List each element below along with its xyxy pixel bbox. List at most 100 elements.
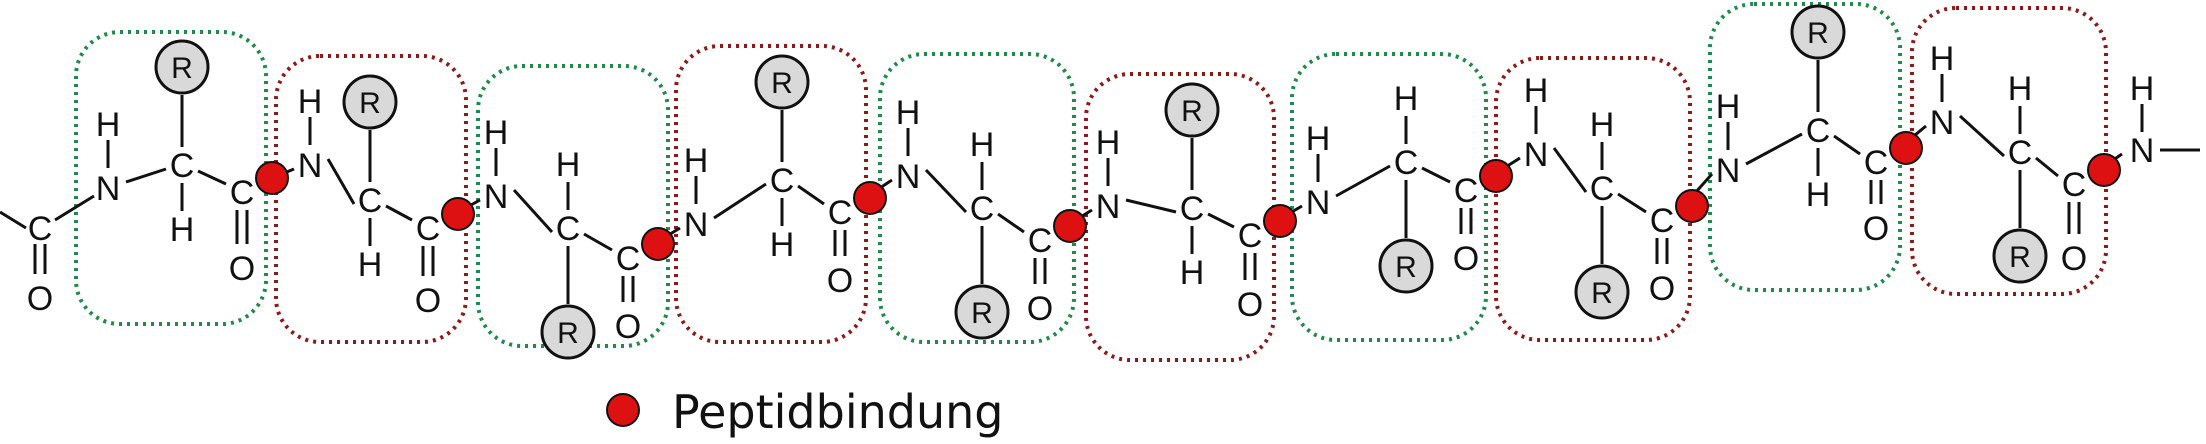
oxygen-atom: O (2061, 240, 2087, 278)
residue-circle (1164, 82, 1220, 138)
residue-label: R (1395, 251, 1417, 284)
n-ca-bond (1958, 114, 2006, 158)
nitrogen-atom: N (1716, 152, 1741, 190)
alpha-carbon: C (358, 182, 383, 220)
ca-c-bond (197, 169, 227, 186)
nitrogen-atom: N (684, 206, 709, 244)
residue-circle (1790, 4, 1846, 60)
residue-circle (754, 54, 810, 110)
alpha-hydrogen: H (770, 226, 795, 264)
residue-label: R (171, 52, 193, 85)
n-ca-bond (713, 182, 767, 220)
amide-hydrogen: H (1716, 88, 1741, 126)
ca-c-bond (797, 184, 825, 206)
carbonyl-carbon: C (828, 194, 853, 232)
residue-box-green (878, 52, 1076, 344)
ca-c-bond (1207, 212, 1235, 229)
alpha-carbon: C (770, 162, 795, 200)
residue-box-green (1708, 2, 1902, 292)
residue-box-red (674, 44, 868, 344)
residue-circle (1574, 264, 1630, 320)
legend-peptide-dot (606, 393, 640, 427)
oxygen-atom: O (1237, 286, 1263, 324)
alpha-carbon: C (1806, 112, 1831, 150)
n-ca-bond (1125, 198, 1177, 214)
amide-hydrogen: H (96, 106, 121, 144)
oxygen-atom: O (1027, 290, 1053, 328)
ca-c-bond (997, 212, 1025, 234)
residue-circle (1992, 228, 2048, 284)
amide-hydrogen: H (1524, 72, 1549, 110)
residue-circle (342, 74, 398, 130)
oxygen-atom: O (1453, 240, 1479, 278)
peptide-bond-dot (853, 181, 887, 215)
alpha-hydrogen: H (1394, 80, 1419, 118)
bonds (0, 60, 2200, 304)
nitrogen-atom: N (96, 170, 121, 208)
alpha-hydrogen: H (1590, 106, 1615, 144)
alpha-hydrogen: H (970, 126, 995, 164)
carbon-atom: C (28, 210, 53, 248)
nitrogen-atom: N (896, 158, 921, 196)
alpha-hydrogen: H (556, 146, 581, 184)
alpha-hydrogen: H (170, 211, 195, 249)
carbonyl-carbon: C (1454, 172, 1479, 210)
residue-circle (540, 304, 596, 360)
residue-circle (154, 39, 210, 95)
alpha-carbon: C (1394, 144, 1419, 182)
nitrogen-atom: N (1306, 184, 1331, 222)
alpha-carbon: C (170, 147, 195, 185)
nitrogen-atom: N (484, 178, 509, 216)
ca-c-bond (1833, 134, 1861, 156)
oxygen-atom: O (27, 280, 53, 318)
residue-label: R (1181, 95, 1203, 128)
oxygen-atom: O (415, 282, 441, 320)
nitrogen-atom: N (1096, 188, 1121, 226)
nitrogen-atom: N (298, 147, 323, 185)
residue-box-red (274, 54, 468, 344)
peptide-bond-dot (441, 197, 475, 231)
residue-label: R (771, 67, 793, 100)
carbonyl-carbon: C (1650, 202, 1675, 240)
n-ca-bond (326, 158, 356, 205)
n-ca-bond (924, 168, 968, 214)
alpha-hydrogen: H (358, 246, 383, 284)
residue-label: R (1591, 277, 1613, 310)
n-ca-bond (512, 188, 554, 234)
residue-label: R (557, 317, 579, 350)
amide-hydrogen: H (896, 94, 921, 132)
residue-label: R (359, 87, 381, 120)
amide-hydrogen: H (2130, 70, 2155, 108)
amide-hydrogen: H (1096, 124, 1121, 162)
residue-box-red (1084, 72, 1276, 362)
peptide-bond-dot (255, 161, 289, 195)
atoms: CONHCRHCONHCRHCONHCHRCONHCRHCONHCHRCONHC… (27, 4, 2155, 360)
ca-c-bond (583, 232, 613, 252)
carbonyl-carbon: C (1238, 217, 1263, 255)
residue-label: R (971, 297, 993, 330)
residue-box-red (1910, 6, 2108, 296)
oxygen-atom: O (1649, 270, 1675, 308)
peptide-bond-dot (2087, 153, 2121, 187)
nitrogen-atom: N (2130, 132, 2155, 170)
alpha-carbon: C (2008, 134, 2033, 172)
peptide-bond-dot (1479, 159, 1513, 193)
carbonyl-carbon: C (230, 174, 255, 212)
n-ca-bond (1335, 164, 1391, 198)
alpha-carbon: C (556, 210, 581, 248)
amide-hydrogen: H (1306, 120, 1331, 158)
residue-box-green (1290, 52, 1488, 342)
peptide-bond-markers (255, 131, 2121, 261)
residue-circle (954, 284, 1010, 340)
chain-start-bond (0, 210, 27, 230)
alpha-hydrogen: H (1180, 254, 1205, 292)
residue-box-green (476, 64, 670, 348)
oxygen-atom: O (827, 262, 853, 300)
peptide-bond-dot (1889, 131, 1923, 165)
peptide-bond-dot (1675, 189, 1709, 223)
nitrogen-atom: N (1524, 136, 1549, 174)
alpha-carbon: C (970, 190, 995, 228)
legend-label: Peptidbindung (672, 385, 1003, 439)
ca-c-bond (385, 204, 413, 222)
